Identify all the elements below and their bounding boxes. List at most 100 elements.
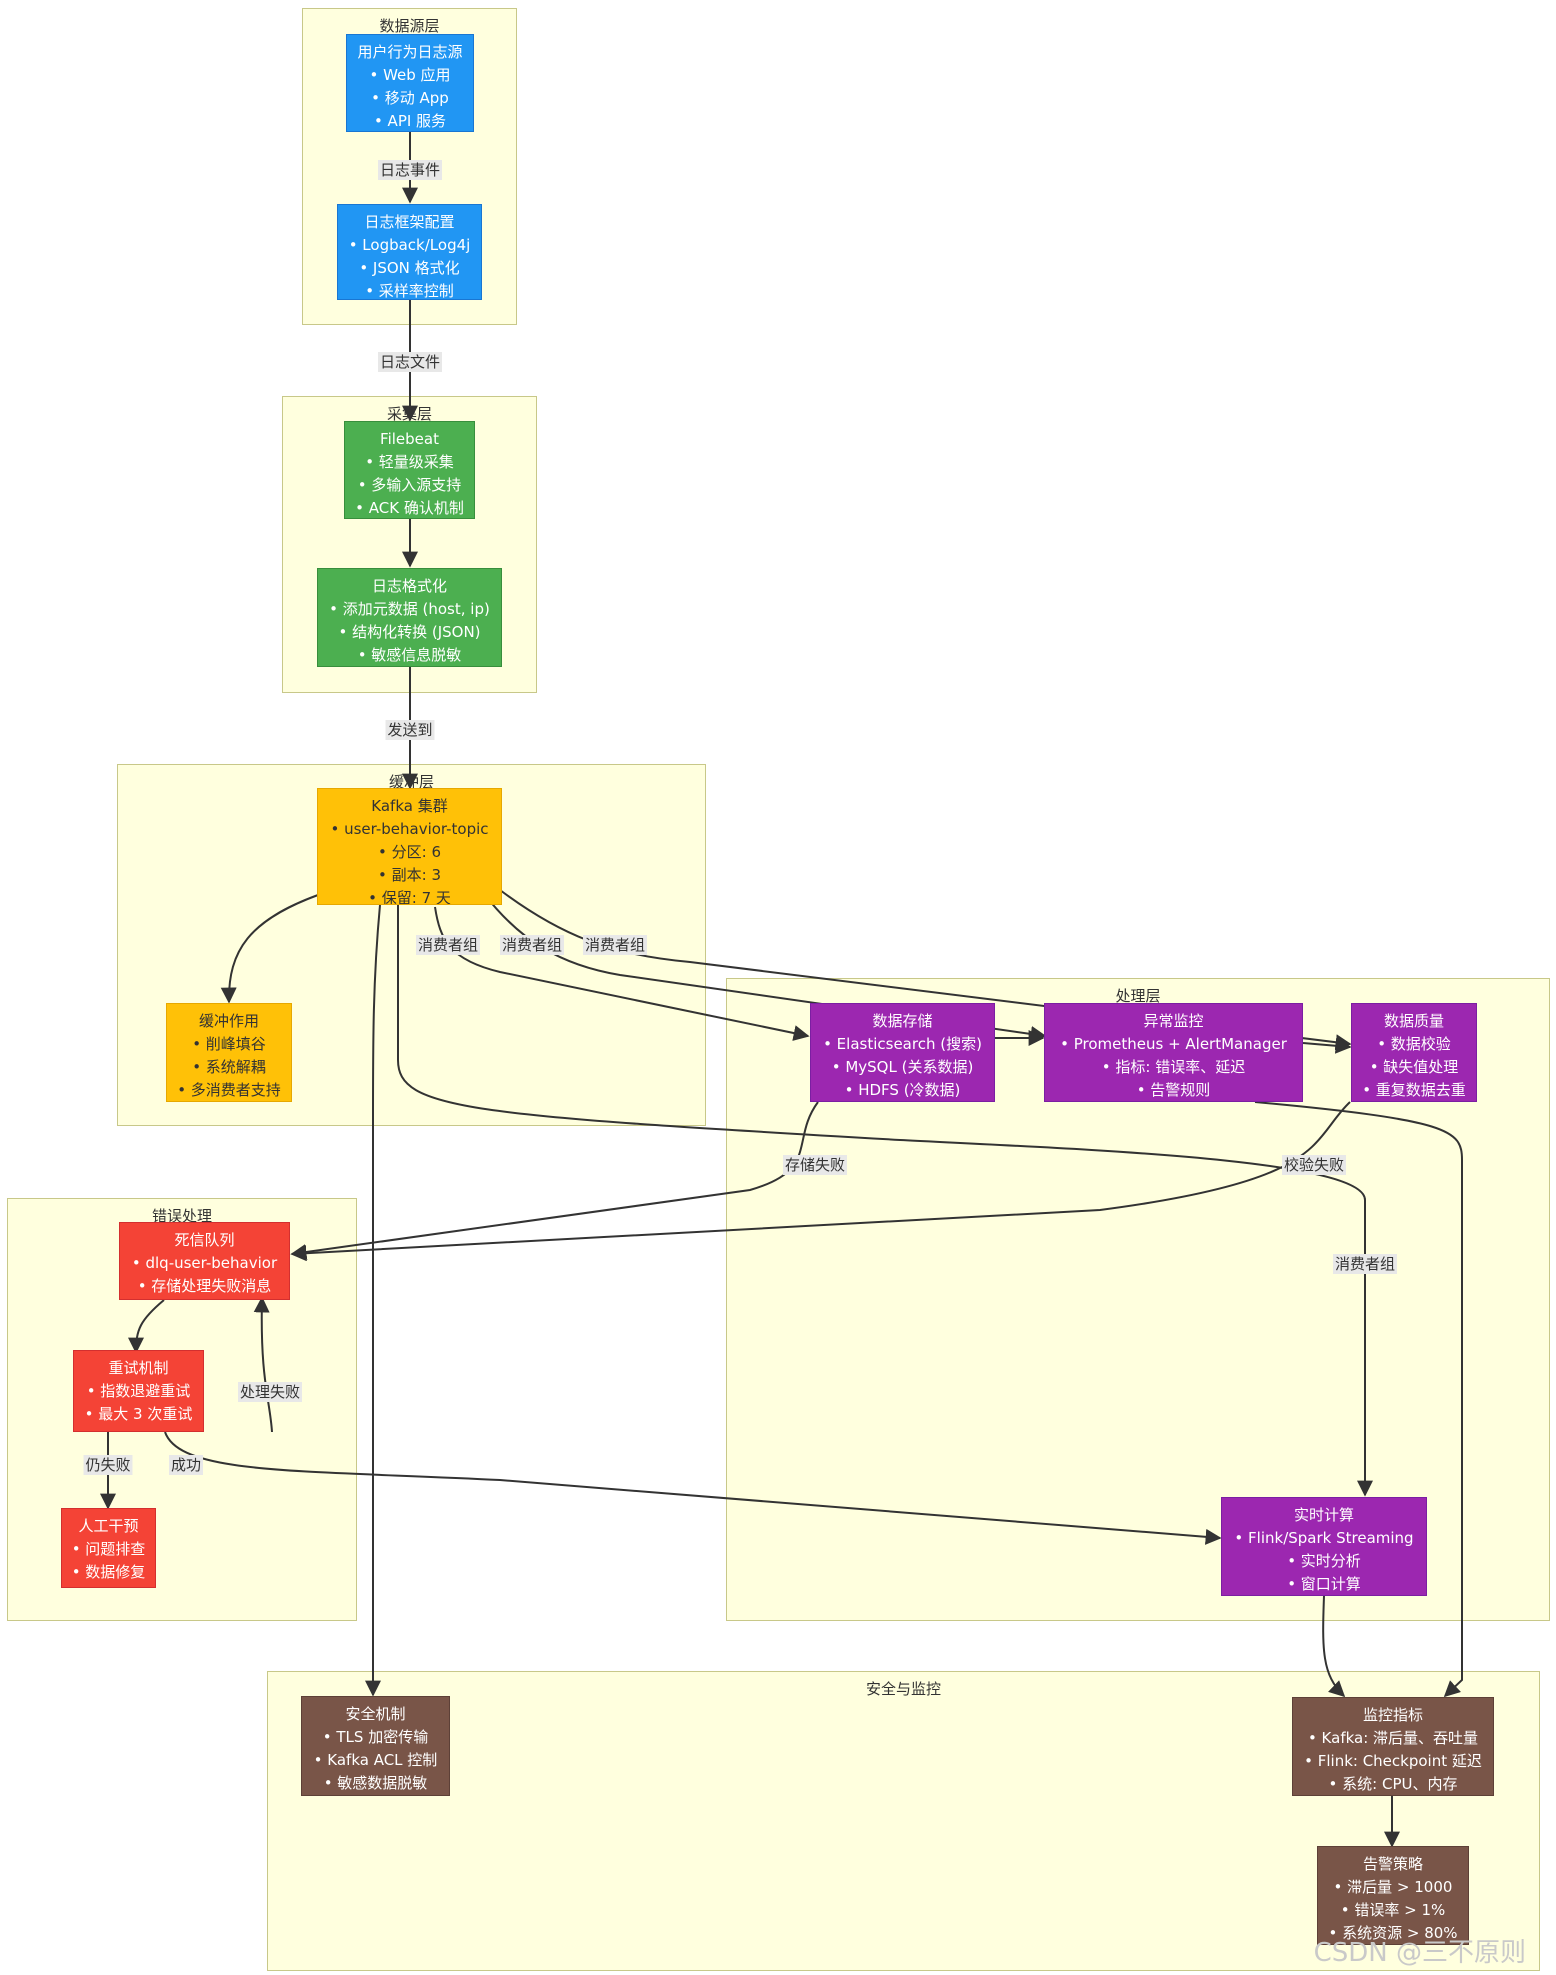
- edge-anomaly-to-quality: [1302, 1037, 1352, 1054]
- edge-label-validate-failed: 校验失败: [1281, 1155, 1347, 1175]
- node-text-line: • 问题排查: [71, 1540, 146, 1558]
- node-text-line: • Flink/Spark Streaming: [1234, 1529, 1414, 1547]
- node-text-line: 数据存储: [872, 1012, 933, 1030]
- edge-label-success: 成功: [168, 1455, 204, 1475]
- node-text-line: • TLS 加密传输: [322, 1728, 429, 1746]
- node-text-line: Kafka 集群: [371, 797, 448, 815]
- node-text-line: • 最大 3 次重试: [84, 1405, 193, 1423]
- node-text-line: • Web 应用: [369, 66, 451, 84]
- edge-label-consumer-group: 消费者组: [582, 935, 648, 955]
- edge-label-consumer-group: 消费者组: [499, 935, 565, 955]
- node-realtime-compute: 实时计算• Flink/Spark Streaming• 实时分析• 窗口计算: [1221, 1497, 1427, 1596]
- edge-label-send-to: 发送到: [385, 720, 435, 740]
- node-text-line: • 多消费者支持: [177, 1081, 281, 1099]
- watermark: CSDN @三不原则: [1313, 1938, 1526, 1968]
- node-buffer-role: 缓冲作用 • 削峰填谷 • 系统解耦 • 多消费者支持: [166, 1003, 292, 1102]
- node-text-line: • Prometheus + AlertManager: [1060, 1035, 1287, 1053]
- node-text-line: 用户行为日志源: [357, 43, 463, 61]
- node-text-line: • ACK 确认机制: [355, 499, 464, 517]
- edge-realtime-to-metrics: [1322, 1595, 1346, 1698]
- node-text-line: • 副本: 3: [378, 866, 441, 884]
- node-text-line: 日志框架配置: [364, 213, 455, 231]
- node-text-line: 人工干预: [78, 1517, 139, 1535]
- node-text-line: • 系统资源 > 80%: [1328, 1924, 1458, 1942]
- node-log-format: 日志格式化 • 添加元数据 (host, ip) • 结构化转换 (JSON) • 敏…: [317, 568, 502, 667]
- node-text-line: 日志格式化: [371, 577, 447, 595]
- node-text-line: • Elasticsearch (搜索): [823, 1035, 982, 1053]
- node-text-line: • 分区: 6: [378, 843, 441, 861]
- node-text-line: • 窗口计算: [1287, 1575, 1361, 1593]
- node-text-line: • 多输入源支持: [357, 476, 462, 494]
- group-title-error: 错误处理: [151, 1207, 212, 1225]
- node-data-quality: 数据质量 • 数据校验 • 缺失值处理 • 重复数据去重: [1351, 1003, 1477, 1102]
- node-text-line: • 添加元数据 (host, ip): [329, 600, 490, 618]
- node-text-line: • 数据修复: [71, 1563, 146, 1581]
- node-text-line: • Logback/Log4j: [348, 236, 471, 254]
- node-text-line: • API 服务: [373, 112, 447, 130]
- node-text-line: • 滞后量 > 1000: [1333, 1878, 1453, 1896]
- node-text-line: 缓冲作用: [198, 1012, 259, 1030]
- edge-kafka-to-realtime: [397, 905, 1373, 1497]
- edge-retry-to-realtime: [164, 1431, 1222, 1545]
- node-text-line: 数据质量: [1383, 1012, 1444, 1030]
- edge-label-consumer-group: 消费者组: [1332, 1254, 1398, 1274]
- node-text-line: • 指数退避重试: [86, 1382, 191, 1400]
- node-text-line: • 存储处理失败消息: [137, 1277, 272, 1295]
- node-text-line: • 采样率控制: [365, 282, 454, 300]
- node-text-line: • 轻量级采集: [365, 453, 454, 471]
- edge-dlq-to-retry: [128, 1299, 165, 1354]
- node-text-line: • 敏感数据脱敏: [323, 1774, 428, 1792]
- node-text-line: • user-behavior-topic: [330, 820, 489, 838]
- node-retry-mechanism: 重试机制 • 指数退避重试 • 最大 3 次重试: [73, 1350, 204, 1432]
- node-manual-intervention: 人工干预 • 问题排查 • 数据修复: [61, 1508, 156, 1588]
- node-anomaly-monitor: 异常监控 • Prometheus + AlertManager • 指标: 错误率…: [1044, 1003, 1303, 1102]
- node-text-line: • 错误率 > 1%: [1340, 1901, 1446, 1919]
- node-text-line: 重试机制: [108, 1359, 169, 1377]
- edge-kafka-to-storage: [434, 906, 810, 1041]
- node-text-line: 死信队列: [174, 1231, 235, 1249]
- node-text-line: • 保留: 7 天: [368, 889, 451, 905]
- node-text-line: 告警策略: [1362, 1855, 1423, 1873]
- node-filebeat: Filebeat • 轻量级采集 • 多输入源支持 • ACK 确认机制: [344, 421, 475, 519]
- node-text-line: 实时计算: [1293, 1506, 1354, 1524]
- node-text-line: • 重复数据去重: [1362, 1081, 1466, 1099]
- edge-storage-to-dlq: [290, 1101, 819, 1260]
- node-text-line: • 削峰填谷: [192, 1035, 266, 1053]
- edge-label-log-events: 日志事件: [377, 160, 443, 180]
- node-text-line: • 系统解耦: [192, 1058, 266, 1076]
- node-text-line: Filebeat: [380, 430, 439, 448]
- edge-label-consumer-group: 消费者组: [415, 935, 481, 955]
- group-title-security: 安全与监控: [865, 1680, 941, 1698]
- node-text-line: • 移动 App: [371, 89, 449, 107]
- node-log-source: 用户行为日志源 • Web 应用 • 移动 App • API 服务: [346, 34, 474, 132]
- node-text-line: • JSON 格式化: [359, 259, 460, 277]
- node-text-line: • 缺失值处理: [1369, 1058, 1459, 1076]
- node-text-line: • 数据校验: [1377, 1035, 1451, 1053]
- edge-label-still-failed: 仍失败: [83, 1455, 133, 1475]
- edge-anomaly-to-metrics: [1254, 1101, 1463, 1698]
- node-security-mechanism: 安全机制 • TLS 加密传输 • Kafka ACL 控制 • 敏感数据脱敏: [301, 1696, 450, 1796]
- node-text-line: • Flink: Checkpoint 延迟: [1304, 1752, 1482, 1770]
- node-text-line: 安全机制: [345, 1705, 406, 1723]
- edge-retry-to-dlq: [253, 1296, 273, 1433]
- group-title-source: 数据源层: [379, 17, 440, 35]
- edge-label-process-failed: 处理失败: [237, 1382, 303, 1402]
- node-data-storage: 数据存储 • Elasticsearch (搜索) • MySQL (关系数据) • …: [810, 1003, 995, 1102]
- node-text-line: • HDFS (冷数据): [844, 1081, 961, 1099]
- node-monitoring-metrics: 监控指标• Kafka: 滞后量、吞吐量• Flink: Checkpoint …: [1292, 1697, 1494, 1796]
- node-text-line: • Kafka ACL 控制: [313, 1751, 438, 1769]
- node-log-framework: 日志框架配置 • Logback/Log4j • JSON 格式化 • 采样率控制: [337, 204, 482, 300]
- node-text-line: • Kafka: 滞后量、吞吐量: [1307, 1729, 1479, 1747]
- node-text-line: • 结构化转换 (JSON): [338, 623, 481, 641]
- node-text-line: • 指标: 错误率、延迟: [1101, 1058, 1246, 1076]
- edge-label-log-files: 日志文件: [377, 352, 443, 372]
- edge-label-store-failed: 存储失败: [782, 1155, 848, 1175]
- node-text-line: 异常监控: [1143, 1012, 1204, 1030]
- group-title-process: 处理层: [1115, 987, 1161, 1005]
- edge-kafka-to-buffer: [220, 894, 319, 1004]
- node-text-line: • MySQL (关系数据): [831, 1058, 974, 1076]
- node-text-line: • 敏感信息脱敏: [357, 646, 462, 664]
- node-text-line: • 告警规则: [1136, 1081, 1211, 1099]
- node-alert-strategy: 告警策略 • 滞后量 > 1000 • 错误率 > 1% • 系统资源 > 80%: [1317, 1846, 1469, 1945]
